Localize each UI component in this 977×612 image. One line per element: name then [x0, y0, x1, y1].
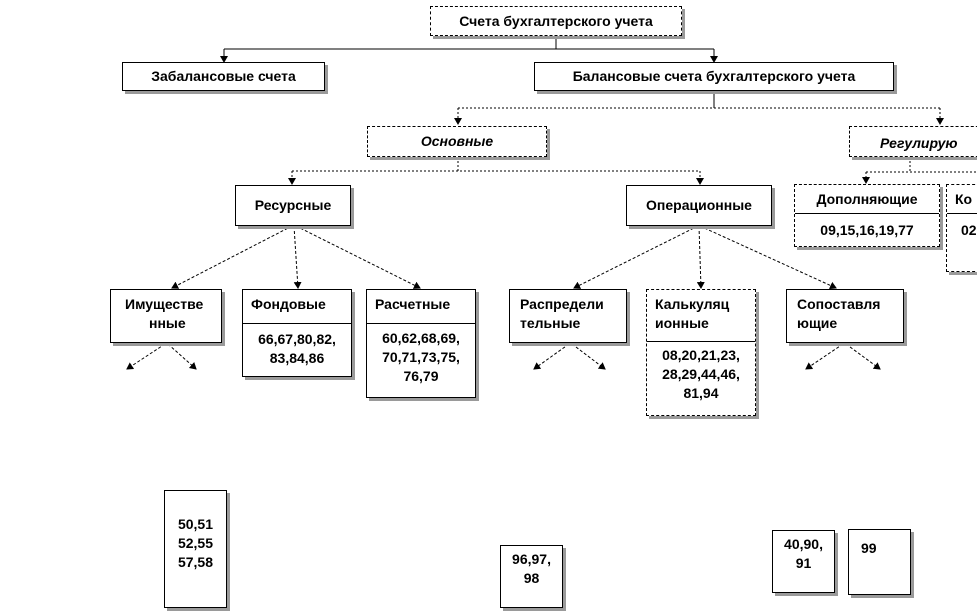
- resource-fan: [171, 225, 421, 289]
- contra-node: Ко 02: [946, 184, 977, 272]
- comparing-codes-1-line1: 40,90,: [784, 536, 823, 552]
- resource-label: Ресурсные: [254, 197, 332, 213]
- property-title-line2: нные: [149, 315, 186, 331]
- root-label: Счета бухгалтерского учета: [459, 12, 653, 29]
- settlement-node: Расчетные 60,62,68,69, 70,71,73,75, 76,7…: [366, 289, 476, 398]
- fund-codes-line2: 83,84,86: [269, 350, 325, 366]
- operational-node: Операционные: [626, 185, 772, 226]
- root-connector: [220, 36, 718, 63]
- calculating-codes-line1: 08,20,21,23,: [662, 347, 740, 363]
- distributive-codes-line2: 98: [523, 570, 540, 586]
- settlement-codes-line2: 70,71,73,75,: [382, 349, 460, 365]
- comparing-codes-2-line1: 99: [861, 540, 877, 556]
- calculating-codes-line2: 28,29,44,46,: [662, 366, 740, 382]
- property-codes-line2: 52,55: [177, 535, 214, 551]
- comparing-title-line1: Сопоставля: [797, 296, 881, 312]
- calculating-codes-line3: 81,94: [683, 385, 719, 401]
- regulating-node: Регулирую: [849, 126, 977, 157]
- fund-node: Фондовые 66,67,80,82, 83,84,86: [242, 289, 352, 377]
- fund-title: Фондовые: [243, 290, 351, 324]
- regulating-label: Регулирую: [880, 135, 958, 151]
- additional-codes: 09,15,16,19,77: [820, 222, 914, 238]
- settlement-codes-line3: 76,79: [403, 368, 439, 384]
- balance-label: Балансовые счета бухгалтерского учета: [572, 68, 856, 84]
- property-node: Имуществе нные: [110, 289, 222, 343]
- operational-label: Операционные: [646, 197, 752, 213]
- distributive-title-line2: тельные: [520, 315, 581, 331]
- contra-title: Ко: [947, 185, 977, 214]
- property-fan: [126, 343, 197, 370]
- additional-title: Дополняющие: [795, 185, 939, 214]
- regulating-connector: [862, 157, 977, 184]
- settlement-codes-line1: 60,62,68,69,: [382, 330, 460, 346]
- comparing-codes-1-line2: 91: [795, 555, 812, 571]
- calculating-title-line1: Калькуляц: [655, 296, 730, 312]
- main-node: Основные: [367, 126, 547, 157]
- fund-codes-line1: 66,67,80,82,: [258, 331, 336, 347]
- off-balance-node: Забалансовые счета: [122, 62, 325, 91]
- comparing-title-line2: ющие: [797, 315, 838, 331]
- comparing-codes-box-1: 40,90, 91: [772, 530, 835, 593]
- balance-connector: [454, 91, 944, 125]
- settlement-title: Расчетные: [367, 290, 475, 324]
- root-node: Счета бухгалтерского учета: [430, 6, 682, 36]
- off-balance-label: Забалансовые счета: [151, 68, 296, 84]
- additional-node: Дополняющие 09,15,16,19,77: [794, 184, 940, 247]
- main-connector: [288, 157, 704, 185]
- distributive-codes-box: 96,97, 98: [500, 545, 563, 608]
- distributive-fan: [533, 343, 606, 370]
- distributive-node: Распредели тельные: [509, 289, 627, 343]
- resource-node: Ресурсные: [235, 185, 351, 226]
- operational-fan: [573, 225, 837, 290]
- calculating-node: Калькуляц ионные 08,20,21,23, 28,29,44,4…: [646, 289, 756, 416]
- property-codes-box: 50,51 52,55 57,58: [164, 490, 227, 608]
- comparing-node: Сопоставля ющие: [786, 289, 904, 343]
- comparing-fan: [805, 343, 881, 370]
- property-codes-line1: 50,51: [177, 516, 214, 532]
- distributive-title-line1: Распредели: [520, 296, 604, 312]
- property-codes-line3: 57,58: [177, 554, 214, 570]
- property-title-line1: Имуществе: [125, 296, 204, 312]
- balance-node: Балансовые счета бухгалтерского учета: [534, 62, 894, 91]
- distributive-codes-line1: 96,97,: [512, 551, 551, 567]
- comparing-codes-box-2: 99: [848, 529, 911, 595]
- calculating-title-line2: ионные: [655, 315, 709, 331]
- main-label: Основные: [420, 133, 494, 149]
- contra-codes: 02: [961, 222, 977, 238]
- calculating-title: Калькуляц ионные: [647, 290, 755, 342]
